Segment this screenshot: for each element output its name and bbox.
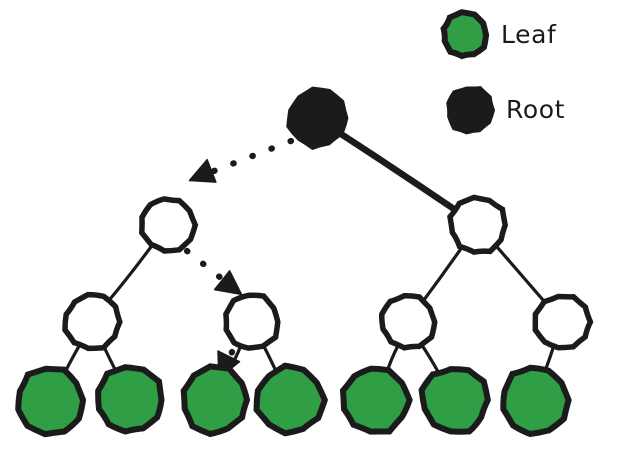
legend-swatch-root-icon	[446, 86, 496, 135]
tree-node-n-rl[interactable]	[379, 293, 438, 351]
tree-edge-n-ll-to-leaf-1	[63, 343, 82, 374]
tree-node-leaf-1[interactable]	[15, 365, 87, 438]
arrow-root-to-left	[188, 137, 295, 183]
tree-edge-n-rr-to-leaf-7	[543, 345, 556, 372]
tree-edge-n-rl-to-leaf-5	[385, 344, 400, 373]
tree-node-leaf-6[interactable]	[418, 366, 491, 435]
tree-node-n-lr[interactable]	[223, 292, 281, 351]
tree-node-n-l[interactable]	[138, 196, 199, 254]
tree-edge-n-rl-to-leaf-6	[419, 342, 441, 375]
tree-node-leaf-7[interactable]	[500, 364, 572, 438]
traversal-arrows-layer	[183, 137, 295, 380]
tree-edge-n-lr-to-leaf-4	[261, 343, 278, 373]
legend-item-leaf: Leaf	[440, 9, 557, 60]
tree-node-leaf-2[interactable]	[95, 364, 165, 435]
tree-node-leaf-3[interactable]	[180, 363, 251, 438]
tree-node-n-rr[interactable]	[532, 293, 594, 351]
tree-edge-root-to-n-r	[337, 130, 459, 214]
legend-label-root: Root	[506, 95, 565, 124]
legend-swatch-leaf-icon	[440, 9, 490, 60]
arrow-left-to-lr-arrowhead-icon	[213, 270, 243, 296]
tree-edge-n-l-to-n-ll	[106, 243, 154, 304]
tree-node-leaf-4[interactable]	[253, 362, 329, 437]
tree-node-root[interactable]	[286, 86, 349, 151]
tree-node-leaf-5[interactable]	[339, 365, 413, 435]
legend-item-root: Root	[446, 86, 565, 135]
tree-node-n-r[interactable]	[447, 194, 509, 255]
arrow-left-to-lr	[183, 247, 243, 296]
nodes-layer	[15, 86, 594, 438]
legend-label-leaf: Leaf	[501, 20, 557, 49]
arrow-root-to-left-arrowhead-icon	[188, 158, 217, 183]
tree-edge-n-r-to-n-rl	[421, 245, 464, 303]
tree-node-n-ll[interactable]	[62, 291, 123, 352]
tree-edge-n-r-to-n-rr	[494, 243, 547, 304]
